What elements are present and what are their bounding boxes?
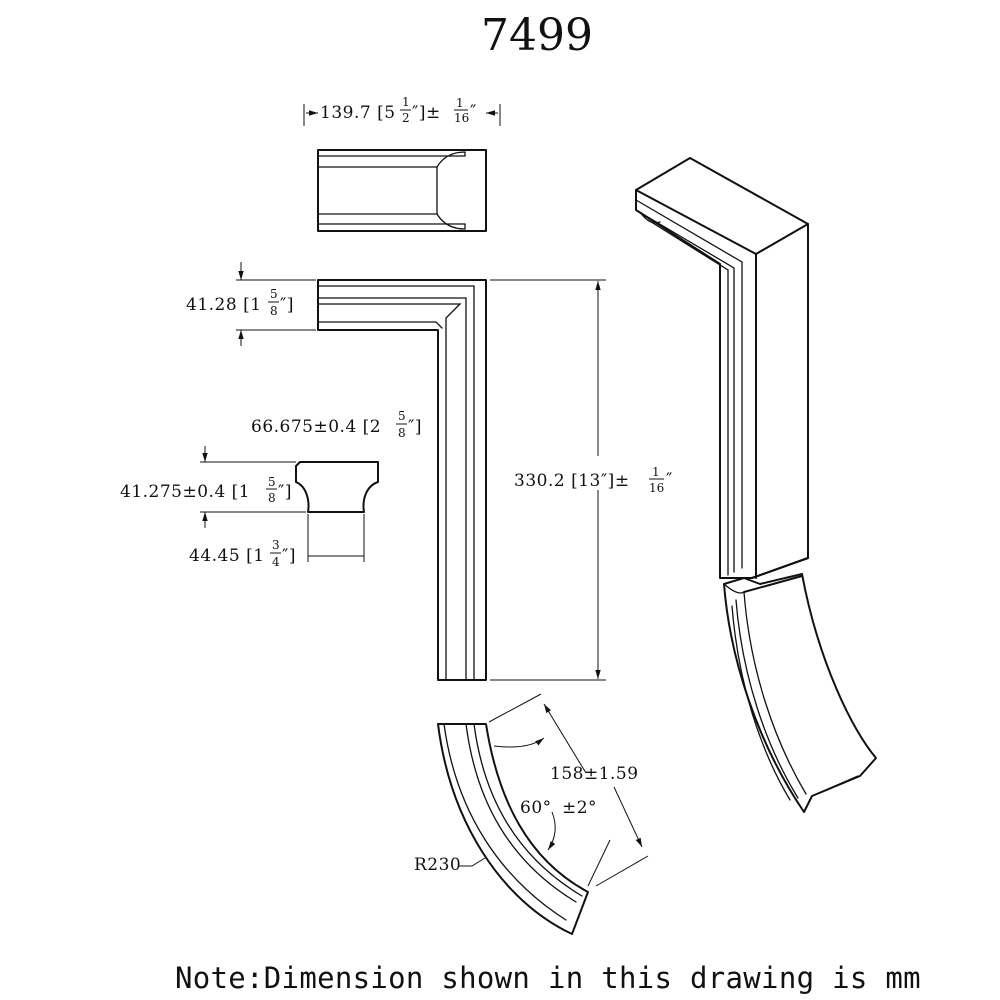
profile-width-frac-num: 5 <box>398 409 406 423</box>
dimension-arc: 158±1.59 60° ±2° R230 <box>414 693 649 887</box>
profile-height-frac-num: 5 <box>268 475 276 489</box>
width-top-tol-num: 1 <box>456 96 464 110</box>
profile-base-frac-num: 3 <box>272 538 280 552</box>
angle-tolerance: ±2° <box>562 798 597 818</box>
width-top-tol-den: 16 <box>454 111 469 125</box>
profile-height-frac-den: 8 <box>268 491 276 505</box>
profile-section <box>295 461 379 513</box>
profile-base-value: 44.45 [1 <box>189 546 265 566</box>
dimension-width-top: 139.7 [5 1 2 ″]± 1 16 ″ <box>303 95 501 126</box>
top-view-piece <box>317 149 487 232</box>
width-top-value: 139.7 [5 <box>320 103 396 123</box>
width-top-tol-suffix: ″ <box>470 102 477 122</box>
dimension-profile-width: 66.675±0.4 [2 5 8 ″] <box>251 409 422 440</box>
dimension-length: 330.2 [13″]± 1 16 ″ <box>490 279 673 681</box>
arm-height-frac-num: 5 <box>270 287 278 301</box>
arm-height-suffix: ″] <box>280 295 294 315</box>
width-top-suffix: ″]± <box>412 103 441 123</box>
arc-chord-value: 158±1.59 <box>550 764 639 784</box>
radius-value: R230 <box>414 855 461 875</box>
width-top-frac-num: 1 <box>402 95 410 109</box>
profile-width-frac-den: 8 <box>398 426 406 440</box>
dimension-profile-base: 44.45 [1 3 4 ″] <box>189 514 365 569</box>
length-tol-num: 1 <box>652 465 660 479</box>
length-value: 330.2 [13″]± <box>514 471 630 491</box>
arc-piece <box>437 723 589 935</box>
isometric-view <box>635 157 809 579</box>
isometric-curved-piece <box>723 573 877 813</box>
profile-base-frac-den: 4 <box>272 555 280 569</box>
dimension-profile-height: 41.275±0.4 [1 5 8 ″] <box>120 446 306 528</box>
drawing-title: 7499 <box>481 10 593 61</box>
profile-height-suffix: ″] <box>278 482 292 502</box>
dimension-arm-height: 41.28 [1 5 8 ″] <box>186 262 316 346</box>
svg-text:139.7 [5: 139.7 [5 <box>320 103 396 123</box>
length-tol-den: 16 <box>649 481 664 495</box>
arm-height-frac-den: 8 <box>270 304 278 318</box>
profile-width-value: 66.675±0.4 [2 <box>251 417 381 437</box>
side-view-piece <box>317 279 487 681</box>
width-top-frac-den: 2 <box>402 111 410 125</box>
profile-height-value: 41.275±0.4 [1 <box>120 482 250 502</box>
profile-base-suffix: ″] <box>282 546 296 566</box>
angle-value: 60° <box>520 798 552 818</box>
drawing-note: Note:Dimension shown in this drawing is … <box>175 961 921 995</box>
arm-height-value: 41.28 [1 <box>186 295 262 315</box>
profile-width-suffix: ″] <box>408 417 422 437</box>
length-tol-suffix: ″ <box>666 470 673 490</box>
